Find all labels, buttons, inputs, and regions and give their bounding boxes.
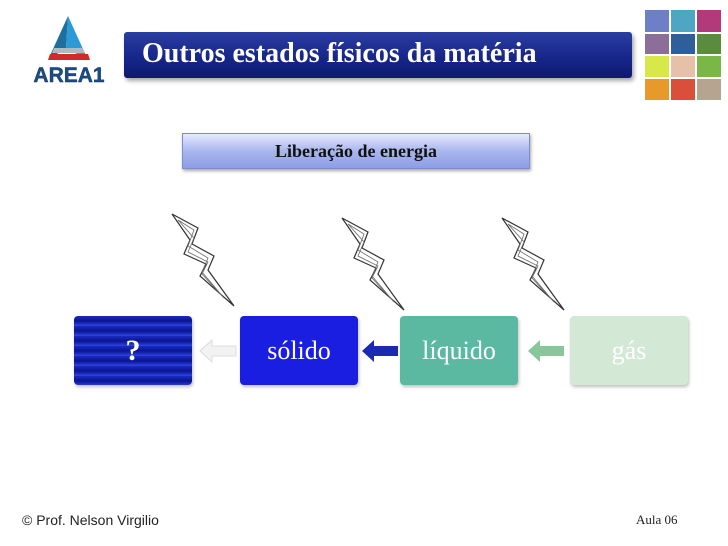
solid-state-box: sólido [240,316,358,385]
logo-text: AREA1 [33,64,105,86]
page-title: Outros estados físicos da matéria [142,38,537,70]
author-credit: © Prof. Nelson Virgilio [22,512,159,528]
lightning-bolt-icon [338,214,410,314]
solid-state-label: sólido [267,336,331,366]
gas-state-box: gás [570,316,688,385]
liquid-state-box: líquido [400,316,518,385]
unknown-state-box: ? [74,316,192,385]
image-mosaic [645,10,721,100]
area1-logo: AREA1 [30,14,108,86]
unknown-state-label: ? [126,334,141,368]
liquid-state-label: líquido [422,336,496,366]
lightning-bolt-icon [168,210,240,310]
energy-release-label: Liberação de energia [182,133,530,169]
lightning-bolt-icon [498,214,570,314]
arrow-left-icon [198,338,238,364]
arrow-left-icon [526,338,566,364]
gas-state-label: gás [612,336,647,366]
title-bar: Outros estados físicos da matéria [124,32,632,78]
arrow-left-icon [360,338,400,364]
lesson-number: Aula 06 [636,512,678,528]
